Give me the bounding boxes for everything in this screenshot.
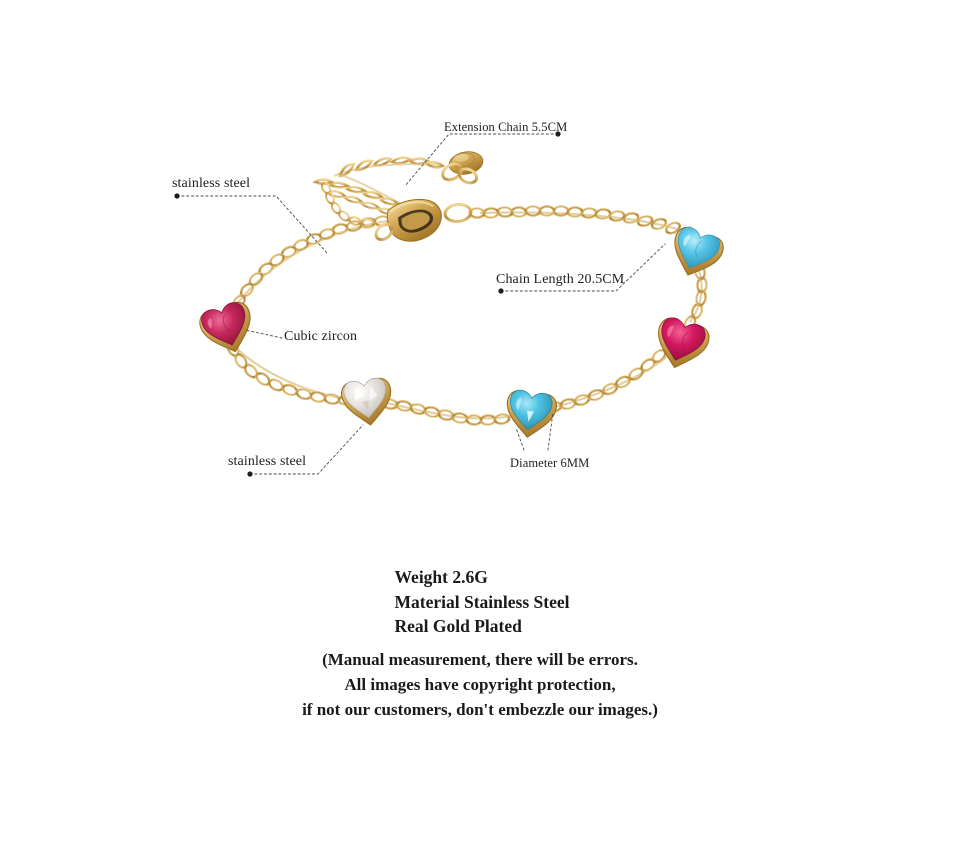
dot-stainless-top — [174, 193, 180, 199]
chain-segment-bottom-right — [544, 346, 669, 415]
gem-heart-pink-right — [657, 317, 710, 369]
chain-segment-right — [681, 262, 709, 333]
gem-heart-pink-left — [199, 301, 251, 353]
callout-label-stainless-steel-bottom: stainless steel — [228, 454, 307, 469]
chain-segment-left-upper — [223, 213, 405, 324]
bracelet-illustration — [174, 131, 724, 477]
leader-extension-chain — [404, 133, 559, 187]
callout-dots — [174, 131, 561, 477]
specification-block: Weight 2.6G Material Stainless Steel Rea… — [0, 565, 960, 722]
extension-chain — [312, 156, 446, 229]
chain-segment-bottom-middle — [380, 396, 513, 427]
leader-diameter-a — [515, 427, 525, 451]
lobster-clasp — [374, 198, 442, 242]
dot-extension-chain — [555, 131, 561, 137]
leader-diameter-b — [547, 411, 554, 451]
chain-segment-top-right — [443, 202, 696, 242]
dot-stainless-bottom — [247, 471, 253, 477]
gem-heart-clear — [341, 377, 392, 426]
callout-label-extension-chain: Extension Chain 5.5CM — [444, 120, 568, 134]
callout-label-stainless-steel-top: stainless steel — [172, 176, 251, 191]
gem-heart-blue-bottom — [506, 389, 557, 438]
disclaimer-line-3: if not our customers, don't embezzle our… — [302, 699, 658, 719]
callout-label-chain-length: Chain Length 20.5CM — [496, 272, 625, 287]
disclaimer-notes: (Manual measurement, there will be error… — [0, 647, 960, 722]
disclaimer-line-2: All images have copyright protection, — [344, 674, 616, 694]
chain-segment-bottom-left — [224, 339, 355, 407]
spec-weight: Weight 2.6G — [394, 567, 488, 587]
callout-label-diameter: Diameter 6MM — [510, 456, 590, 470]
callout-label-cubic-zircon: Cubic zircon — [284, 329, 358, 344]
gem-stations — [199, 227, 724, 438]
leader-cubic-zircon — [244, 329, 283, 339]
spec-material: Material Stainless Steel — [394, 591, 570, 612]
callout-leaders — [176, 133, 666, 475]
bracelet-chain — [223, 151, 709, 427]
product-figure: Extension Chain 5.5CM stainless steel Ch… — [172, 120, 724, 477]
dot-chain-length — [498, 288, 504, 294]
extension-chain-end-tag — [441, 151, 484, 185]
leader-chain-length — [500, 243, 666, 292]
disclaimer-line-1: (Manual measurement, there will be error… — [322, 649, 638, 669]
primary-specs: Weight 2.6G Material Stainless Steel Rea… — [395, 565, 570, 639]
leader-stainless-top — [176, 195, 328, 254]
spec-plating: Real Gold Plated — [394, 616, 522, 636]
leader-stainless-bottom — [249, 424, 364, 475]
gem-heart-blue-top — [674, 227, 724, 276]
